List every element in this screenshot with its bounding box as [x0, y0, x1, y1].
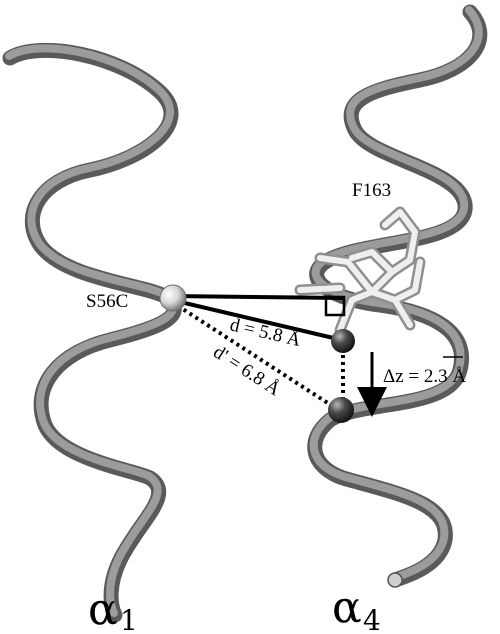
- residue-label-s56c: S56C: [86, 291, 128, 312]
- svg-text:α: α: [88, 584, 118, 634]
- horizontal-reference-line: [169, 294, 346, 300]
- f163-atom-upper: [331, 329, 355, 353]
- delta-z-label: Δz = 2.3 Å: [383, 366, 466, 387]
- d-prime-distance-line: [170, 300, 342, 413]
- helix-label-alpha4: α 4: [332, 582, 381, 634]
- helix-label-alpha1: α 1: [88, 584, 138, 634]
- svg-text:1: 1: [120, 604, 138, 634]
- d-distance-label: d = 5.8 Å: [228, 314, 303, 351]
- f163-sidechain: [294, 206, 426, 336]
- svg-text:4: 4: [363, 604, 381, 634]
- d-prime-distance-label: d' = 6.8 Å: [209, 342, 284, 401]
- residue-label-f163: F163: [352, 180, 391, 201]
- right-angle-marker: [324, 295, 346, 317]
- helix-alpha1: [2, 42, 182, 623]
- d-distance-line: [171, 298, 343, 342]
- s56c-atom: [159, 284, 187, 312]
- distance-lines: [169, 294, 387, 417]
- svg-text:α: α: [332, 582, 362, 633]
- f163-atom-lower: [328, 397, 354, 423]
